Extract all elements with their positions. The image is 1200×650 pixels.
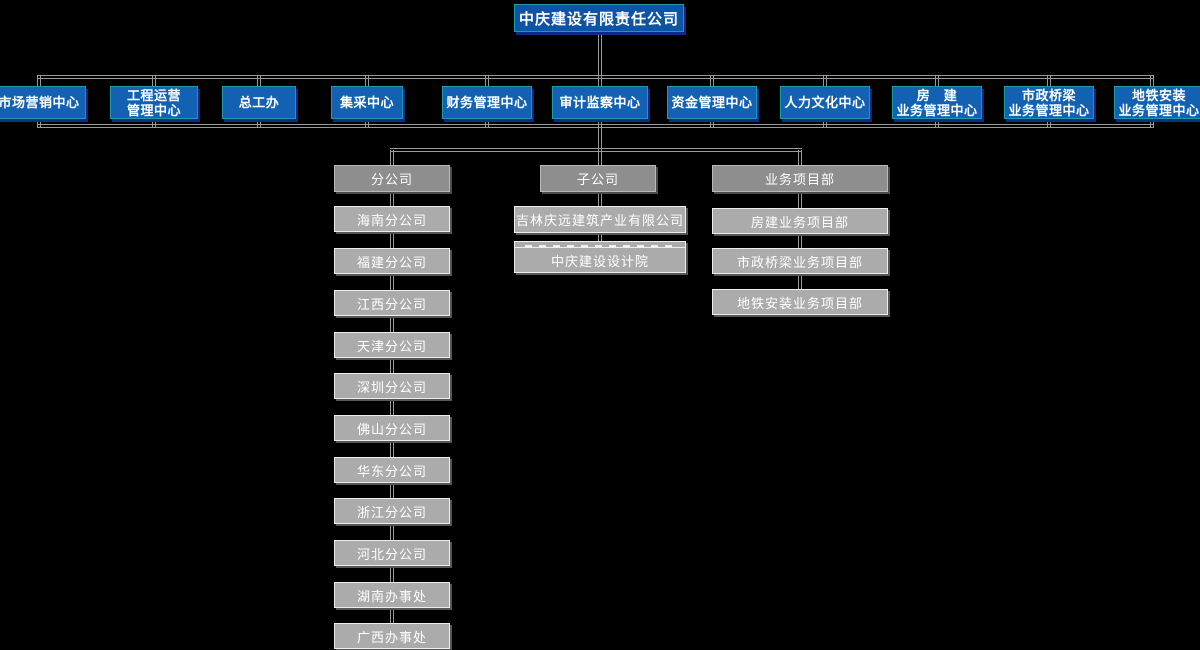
connector [598, 150, 602, 166]
dept-node-metro-installation-center[interactable]: 地铁安装 业务管理中心 [1114, 86, 1200, 119]
connector [390, 566, 394, 582]
dept-node-municipal-bridge-center[interactable]: 市政桥梁 业务管理中心 [1004, 86, 1094, 119]
connector [390, 150, 394, 166]
connector [390, 232, 394, 248]
branch-item[interactable]: 佛山分公司 [334, 415, 450, 441]
group-header-project-departments[interactable]: 业务项目部 [712, 165, 888, 192]
project-dept-item[interactable]: 地铁安装业务项目部 [712, 289, 888, 315]
branch-item[interactable]: 华东分公司 [334, 457, 450, 483]
dept-node-audit-supervision-center[interactable]: 审计监察中心 [552, 86, 648, 119]
connector [390, 483, 394, 499]
connector [935, 118, 939, 128]
connector [1047, 75, 1051, 87]
dept-node-hr-culture-center[interactable]: 人力文化中心 [780, 86, 870, 119]
connector [1150, 75, 1154, 87]
connector [390, 608, 394, 623]
connector [598, 30, 602, 76]
connector [598, 118, 602, 128]
connector [798, 273, 802, 289]
branch-item[interactable]: 天津分公司 [334, 332, 450, 358]
connector [390, 524, 394, 540]
connector [365, 118, 369, 128]
connector [710, 118, 714, 128]
dept-node-engineering-operation-center[interactable]: 工程运营 管理中心 [110, 86, 198, 119]
connector [390, 191, 394, 207]
branch-item[interactable]: 湖南办事处 [334, 582, 450, 608]
connector [152, 75, 156, 87]
project-dept-item[interactable]: 房建业务项目部 [712, 208, 888, 234]
branch-item[interactable]: 江西分公司 [334, 290, 450, 316]
branch-item[interactable]: 深圳分公司 [334, 373, 450, 399]
group-header-subsidiaries[interactable]: 子公司 [540, 165, 656, 192]
connector [598, 126, 602, 150]
connector [710, 75, 714, 87]
subsidiary-item[interactable]: 吉林庆远建筑产业有限公司 [514, 206, 686, 233]
connector [390, 274, 394, 290]
branch-item[interactable]: 广西办事处 [334, 623, 450, 649]
connector [485, 118, 489, 128]
connector [390, 148, 802, 152]
connector [390, 316, 394, 332]
branch-item[interactable]: 海南分公司 [334, 206, 450, 232]
branch-item[interactable]: 河北分公司 [334, 540, 450, 566]
connector [152, 118, 156, 128]
project-dept-item[interactable]: 市政桥梁业务项目部 [712, 248, 888, 274]
connector [1150, 118, 1154, 128]
connector [823, 118, 827, 128]
connector [798, 233, 802, 248]
org-root-node[interactable]: 中庆建设有限责任公司 [514, 4, 684, 32]
connector [598, 233, 602, 241]
connector [390, 358, 394, 374]
connector [37, 118, 41, 128]
dept-node-capital-center[interactable]: 资金管理中心 [667, 86, 757, 119]
dept-node-procurement-center[interactable]: 集采中心 [331, 86, 403, 119]
connector [598, 75, 602, 87]
connector [390, 399, 394, 415]
connector [485, 75, 489, 87]
dept-node-marketing-center[interactable]: 市场营销中心 [0, 86, 86, 119]
connector [37, 75, 1154, 79]
dept-node-finance-center[interactable]: 财务管理中心 [442, 86, 532, 119]
branch-item[interactable]: 浙江分公司 [334, 498, 450, 524]
connector [390, 441, 394, 457]
connector [598, 192, 602, 206]
connector [1047, 118, 1051, 128]
connector [365, 75, 369, 87]
connector [798, 192, 802, 208]
branch-item[interactable]: 福建分公司 [334, 248, 450, 274]
subsidiary-item[interactable]: 中庆建设设计院 [514, 247, 686, 273]
connector [37, 75, 41, 87]
connector [257, 75, 261, 87]
group-header-branches[interactable]: 分公司 [334, 165, 450, 192]
dept-node-chief-engineer-office[interactable]: 总工办 [222, 86, 296, 119]
connector [823, 75, 827, 87]
connector [257, 118, 261, 128]
connector [37, 124, 1154, 128]
dept-node-housing-construction-center[interactable]: 房 建 业务管理中心 [892, 86, 982, 119]
connector [798, 150, 802, 166]
connector [935, 75, 939, 87]
